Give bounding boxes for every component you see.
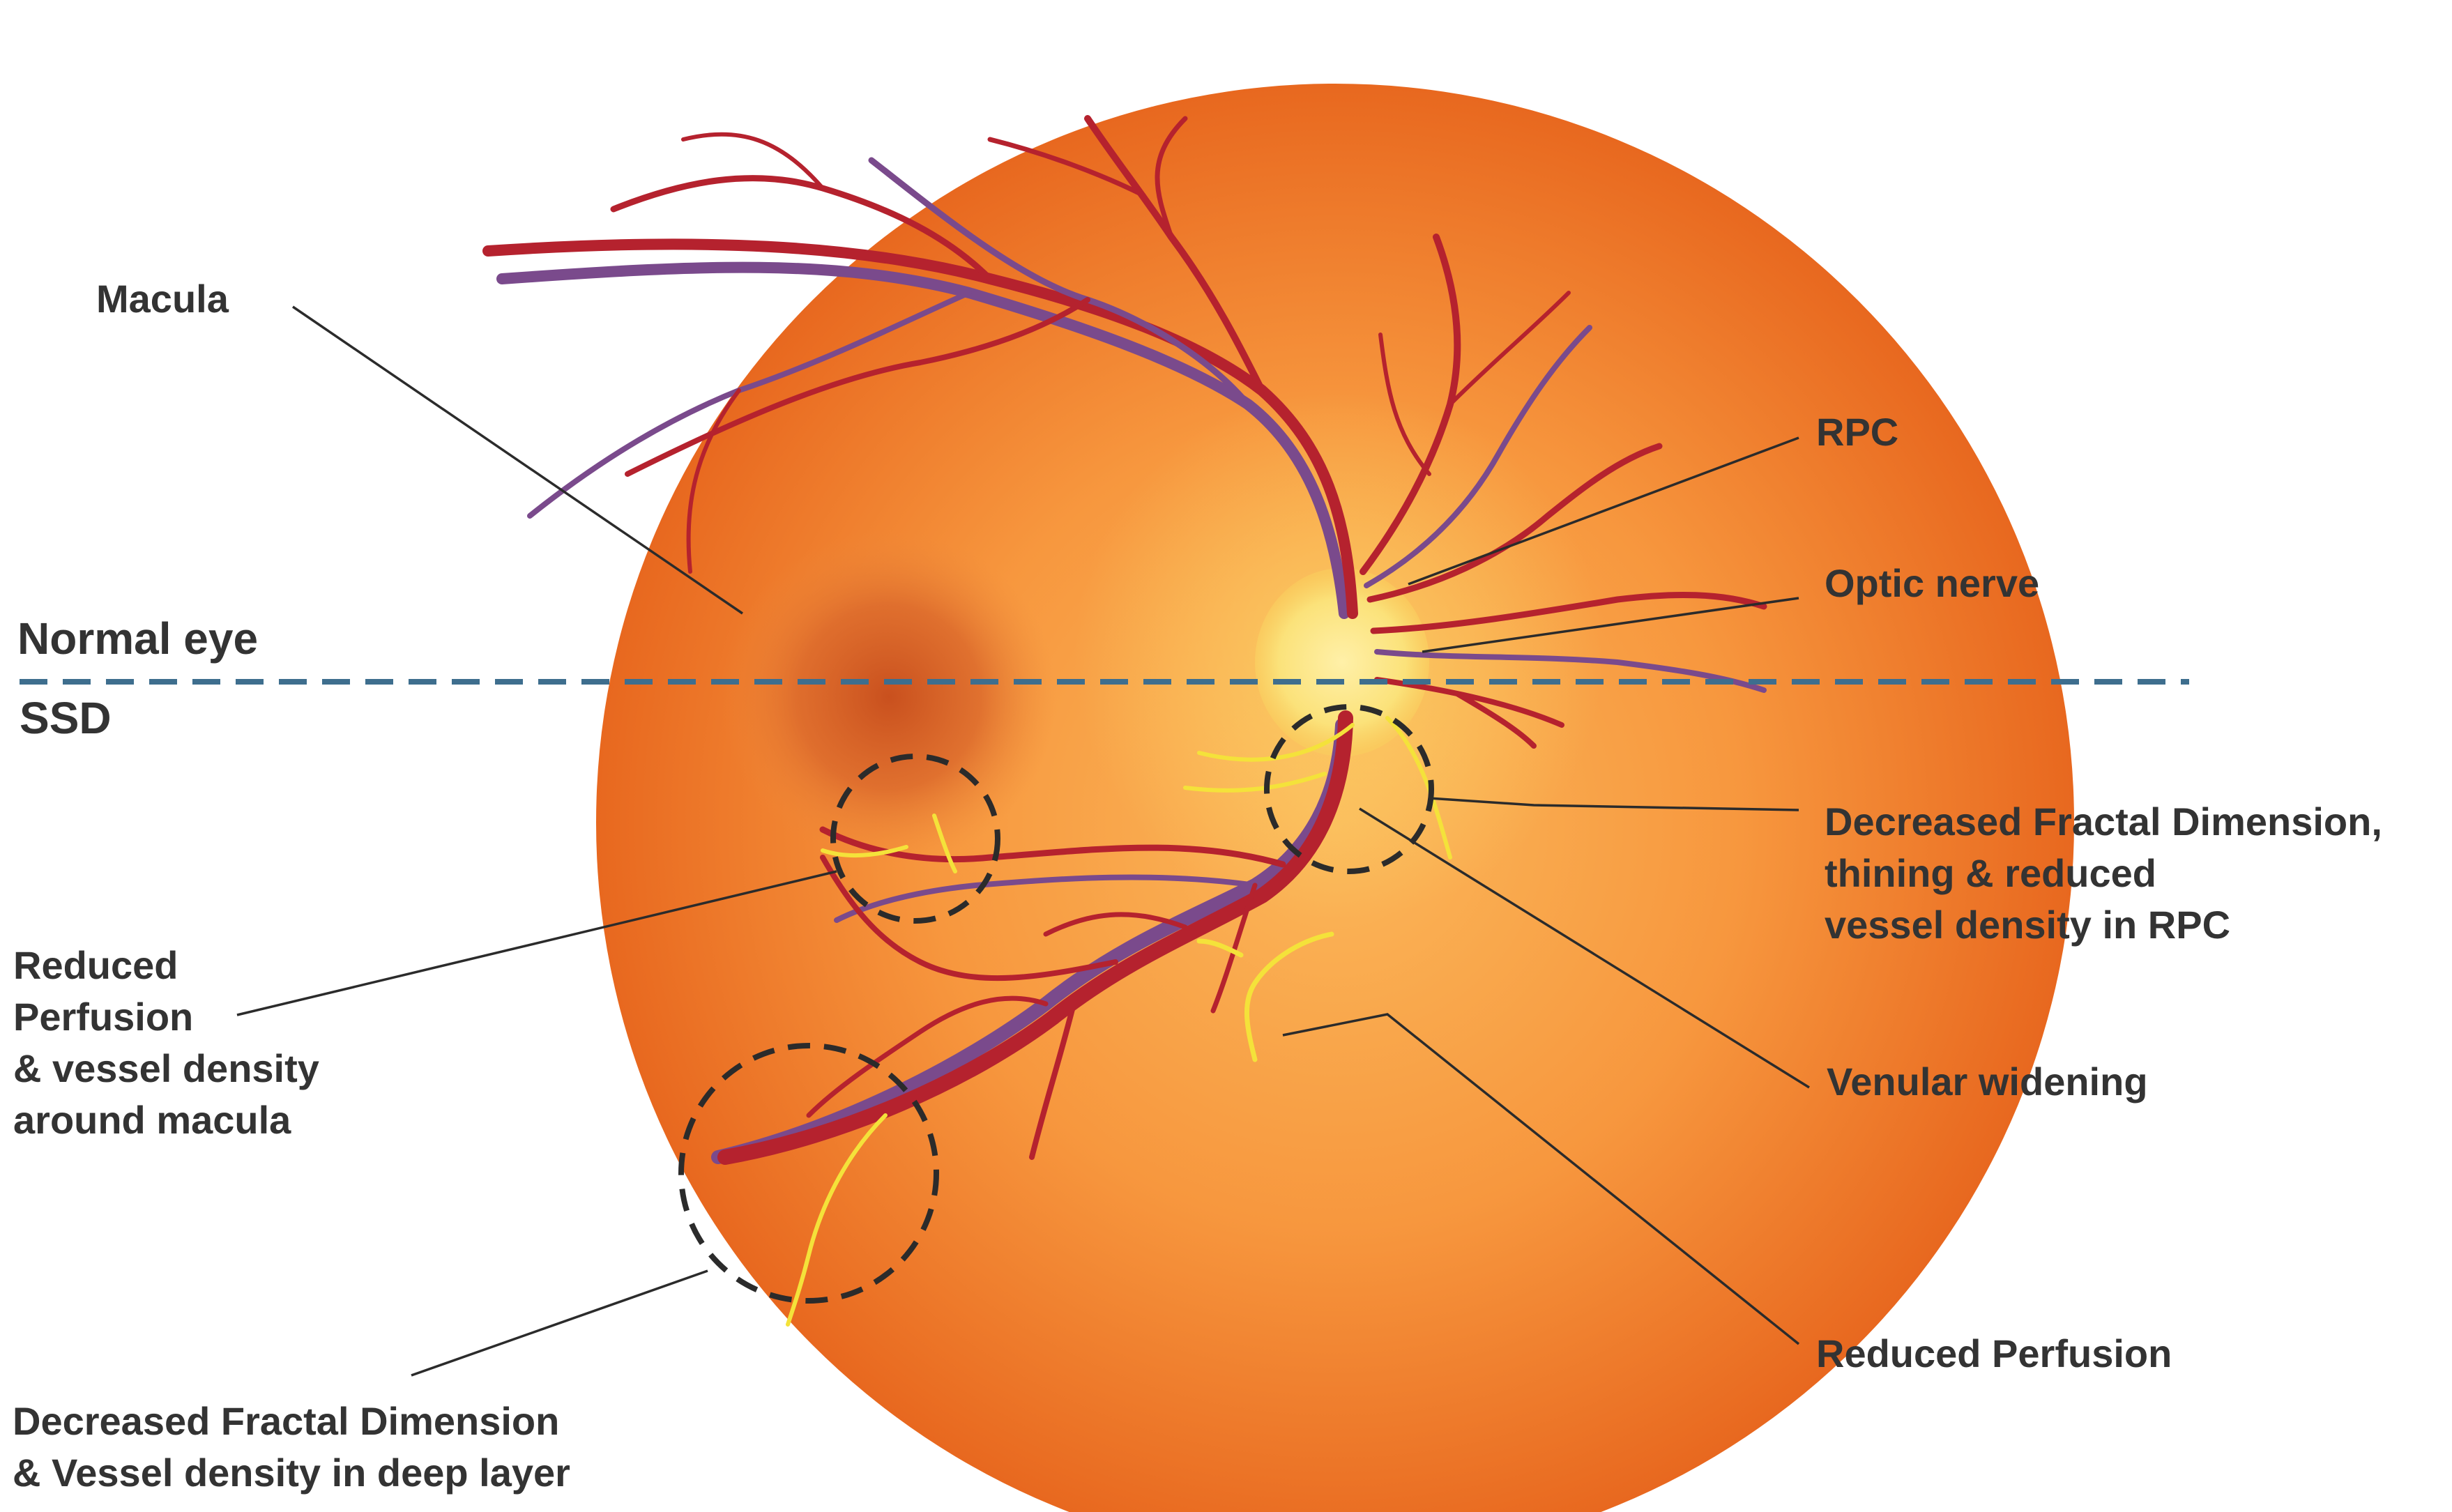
label-deep-layer-line-1: Decreased Fractal Dimension [13,1399,560,1443]
dashed-circle-macula [830,754,1000,924]
label-rpc: RPC [1816,410,1899,454]
leader-deep-layer [411,1269,708,1377]
leader-rpc-change [1429,797,1799,811]
label-macula-perfusion-line-4: around macula [13,1098,291,1142]
artery-inferior-branch-5 [806,995,1049,1118]
highlight-markers [678,704,1434,1304]
optic-disc [1255,568,1429,756]
dashed-circle-deep [678,1043,939,1304]
label-rpc-change-line-1: Decreased Fractal Dimension, [1825,800,2382,843]
label-rpc-change-line-3: vessel density in RPC [1825,903,2231,947]
label-macula-perfusion: Reduced Perfusion & vessel density aroun… [13,940,319,1146]
label-optic-nerve: Optic nerve [1825,561,2040,605]
macula-spot [722,530,1056,864]
label-normal-eye: Normal eye [17,613,259,664]
label-rpc-change-line-2: thining & reduced [1825,851,2156,895]
leader-lines [236,305,1810,1377]
vein-superior-main [496,261,1350,619]
label-macula-perfusion-line-1: Reduced [13,943,178,987]
affected-vessel-disc [1183,716,1452,860]
leader-venular [1359,807,1810,1089]
artery-superior-branch-5 [681,132,825,574]
artery-nasal-2 [1366,443,1663,603]
artery-superior-main [482,238,1358,619]
label-perfusion: Reduced Perfusion [1816,1331,2172,1375]
artery-nasal-3 [1370,591,1767,634]
label-deep-layer: Decreased Fractal Dimension & Vessel den… [13,1396,570,1499]
affected-vessel-macula [821,814,957,873]
artery-inferior-branch-3 [1029,1001,1076,1160]
affected-vessel-perfusion [1196,931,1334,1062]
vein-superior-branch-1 [868,157,1251,408]
affected-vessel-deep [786,1113,888,1327]
label-macula-perfusion-line-2: Perfusion [13,995,194,1039]
artery-inferior-main [717,710,1353,1165]
artery-superior-branch-3 [625,297,1090,477]
leader-perfusion [1282,1013,1800,1345]
artery-superior-branch-4 [987,116,1188,240]
vein-nasal-2 [1374,649,1767,693]
label-macula: Macula [96,277,229,321]
label-ssd: SSD [20,693,112,743]
label-macula-perfusion-line-3: & vessel density [13,1046,319,1090]
leader-macula [292,305,743,615]
vein-inferior-main [711,718,1349,1164]
artery-inferior-branch-1 [819,826,1286,868]
leader-macula-perfusion [236,870,837,1016]
label-venular: Venular widening [1827,1060,2148,1104]
artery-inferior-branch-2 [820,855,1118,982]
label-deep-layer-line-2: & Vessel density in deep layer [13,1451,570,1495]
vein-inferior-branch-1 [834,874,1258,923]
leader-optic-nerve [1422,597,1799,653]
leader-rpc [1408,436,1799,586]
label-rpc-change: Decreased Fractal Dimension, thining & r… [1825,796,2382,951]
dashed-circle-disc [1264,704,1434,874]
vein-nasal-1 [1364,325,1592,588]
artery-nasal-5 [1378,291,1571,476]
